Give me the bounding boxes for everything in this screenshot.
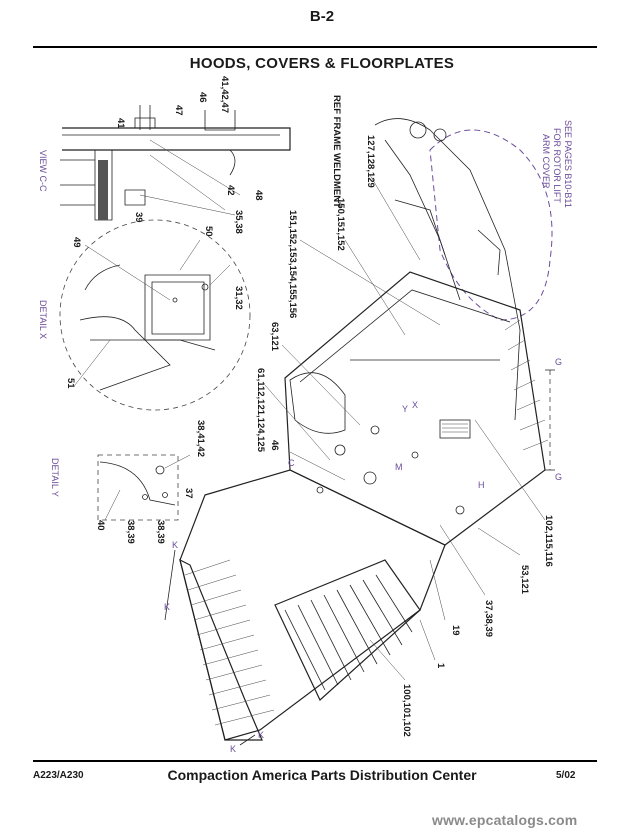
callout-151-156: 151,152,153,154,155,156 <box>287 210 298 318</box>
callout-102-115-116: 102,115,116 <box>543 515 554 567</box>
callout-127-128-129: 127,128,129 <box>365 135 376 188</box>
callout-48: 48 <box>253 190 264 201</box>
view-cc-drawing <box>60 105 291 221</box>
section-mark-k-top: K <box>172 540 178 550</box>
callout-49: 49 <box>71 237 82 248</box>
callout-100-101-102: 100,101,102 <box>401 684 412 737</box>
detail-y-label: DETAIL Y <box>50 458 60 497</box>
callout-37-38-39: 37,38,39 <box>483 600 494 637</box>
section-mark-c: C <box>288 458 295 468</box>
page-title: HOODS, COVERS & FLOORPLATES <box>189 55 455 72</box>
note-see-pages-3: ARM COVER <box>541 134 551 189</box>
callout-50: 50 <box>203 226 214 237</box>
section-mark-k-bottom: K <box>258 730 264 740</box>
section-mark-g-bottom: G <box>555 472 562 482</box>
callout-40: 40 <box>95 520 106 531</box>
note-see-pages-1: SEE PAGES B10-B11 <box>563 120 573 208</box>
callout-37: 37 <box>183 488 194 499</box>
callout-31-32: 31,32 <box>233 286 244 310</box>
note-ref-frame-1: REF FRAME WELDMENT <box>331 95 342 208</box>
detail-x-label: DETAIL X <box>38 300 48 339</box>
section-mark-k-corner: K <box>230 744 236 754</box>
callout-53-121: 53,121 <box>519 565 530 595</box>
callout-46-view-cc: 46 <box>197 92 208 103</box>
callout-51: 51 <box>65 378 76 389</box>
callout-46-main: 46 <box>269 440 280 451</box>
footer-center: Compaction America Parts Distribution Ce… <box>167 767 477 783</box>
watermark[interactable]: www.epcatalogs.com <box>432 812 578 828</box>
section-mark-x: X <box>412 400 418 410</box>
callout-39: 39 <box>133 212 144 223</box>
detail-y-drawing <box>97 454 191 521</box>
view-cc-label: VIEW C-C <box>38 150 48 192</box>
callout-41: 41 <box>115 118 126 129</box>
section-mark-y: Y <box>402 404 408 414</box>
callout-41-42-47: 41,42,47 <box>219 76 230 113</box>
callout-61-125: 61,112,121,124,125 <box>255 368 266 453</box>
callout-19: 19 <box>450 625 461 636</box>
footer-date: 5/02 <box>556 770 576 781</box>
section-mark-m: M <box>395 462 403 472</box>
callout-63-121: 63,121 <box>269 322 280 352</box>
footer-model: A223/A230 <box>33 770 84 781</box>
callout-35-38: 35,38 <box>233 210 244 234</box>
detail-x-drawing <box>59 219 251 411</box>
callout-47: 47 <box>173 105 184 116</box>
page-number: B-2 <box>309 8 335 25</box>
note-see-pages-2: FOR ROTOR LIFT <box>552 128 562 203</box>
callout-38-39-a: 38,39 <box>125 520 136 544</box>
section-mark-g-top: G <box>555 357 562 367</box>
callout-38-41-42: 38,41,42 <box>195 420 206 457</box>
callout-38-39-b: 38,39 <box>155 520 166 544</box>
footer-rule <box>33 760 597 762</box>
header-rule <box>33 46 597 48</box>
section-mark-k-mid: K <box>164 602 170 612</box>
section-mark-h: H <box>478 480 485 490</box>
callout-150-151-152: 150,151,152 <box>335 198 346 251</box>
callout-1: 1 <box>435 663 446 669</box>
callout-42: 42 <box>225 185 236 196</box>
main-assembly-drawing <box>164 118 555 746</box>
